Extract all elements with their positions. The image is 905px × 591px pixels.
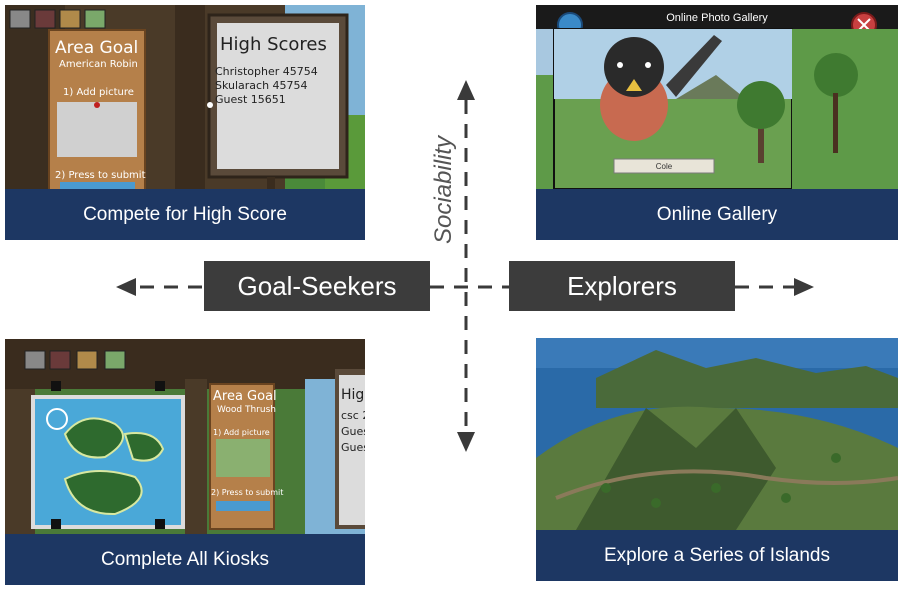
arrowhead-right: [794, 278, 814, 296]
caption-explore-islands: Explore a Series of Islands: [536, 530, 898, 581]
sign-title: Area Goal: [55, 38, 138, 58]
caption-explore-islands-text: Explore a Series of Islands: [603, 544, 830, 566]
add-picture-text: 1) Add picture: [63, 87, 134, 98]
partial-sign-line-4: Gues: [341, 441, 365, 454]
score-row-2: Skularach 45754: [215, 79, 308, 92]
score-row-1: Christopher 45754: [215, 65, 318, 78]
sociability-text: Sociability: [430, 135, 457, 245]
caption-high-score-text: Compete for High Score: [83, 203, 287, 225]
explorers-label: Explorers: [509, 261, 735, 311]
panel-complete-kiosks: Area Goal Wood Thrush 1) Add picture 2) …: [5, 339, 365, 585]
score-row-3: Guest 15651: [215, 93, 286, 106]
kiosk-sign-title: Area Goal: [213, 389, 277, 404]
online-gallery-scene: Online Photo Gallery Cole: [536, 5, 898, 240]
caption-high-score: Compete for High Score: [5, 189, 365, 240]
gallery-title: Online Photo Gallery: [666, 12, 768, 24]
press-submit-text: 2) Press to submit: [55, 170, 146, 181]
partial-sign-line-2: csc 2: [341, 409, 365, 422]
kiosk-sign-bird: Wood Thrush: [217, 405, 276, 415]
goal-seekers-label: Goal-Seekers: [204, 261, 430, 311]
panel-explore-islands: Explore a Series of Islands: [536, 338, 898, 581]
partial-sign-line-1: Hig: [341, 387, 364, 403]
sign-bird: American Robin: [59, 59, 138, 70]
kiosk-add-picture: 1) Add picture: [213, 428, 270, 437]
photo-label: Cole: [656, 162, 673, 171]
caption-complete-kiosks-text: Complete All Kiosks: [101, 548, 269, 570]
caption-complete-kiosks: Complete All Kiosks: [5, 534, 365, 585]
arrowhead-left: [116, 278, 136, 296]
caption-online-gallery: Online Gallery: [536, 189, 898, 240]
arrowhead-down: [457, 432, 475, 452]
panel-online-gallery: Online Photo Gallery Cole Online Gallery: [536, 5, 898, 240]
arrowhead-up: [457, 80, 475, 100]
partial-sign-line-3: Gues: [341, 425, 365, 438]
goal-seekers-text: Goal-Seekers: [237, 270, 397, 301]
panel-high-score: Area Goal American Robin 1) Add picture …: [5, 5, 365, 240]
scores-title: High Scores: [220, 34, 327, 55]
caption-online-gallery-text: Online Gallery: [656, 203, 778, 225]
explorers-text: Explorers: [567, 270, 677, 301]
sociability-label: Sociability: [420, 130, 468, 250]
kiosk-press-submit: 2) Press to submit: [211, 488, 283, 497]
